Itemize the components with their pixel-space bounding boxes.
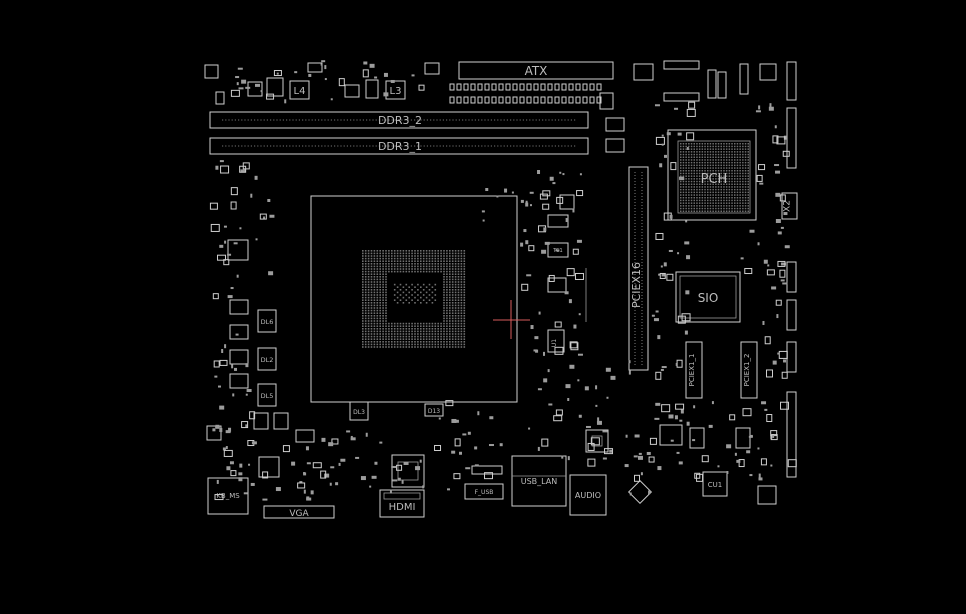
vga-connector: VGA	[263, 505, 335, 519]
ddr3-2-label: DDR3_2	[378, 114, 422, 127]
passive-components	[209, 60, 797, 501]
d13-label: D13	[428, 408, 440, 415]
cu1-label: CU1	[708, 481, 722, 489]
pciex16-label: PCIEX16	[630, 262, 643, 308]
cu1-component: CU1	[659, 424, 777, 505]
dl3-d13: DL3 D13	[349, 401, 444, 421]
pciex1-1-slot: PCIEX1_1	[685, 341, 703, 399]
dl2-label: DL2	[261, 356, 274, 364]
dl5-label: DL5	[261, 392, 274, 400]
usb-lan-connector: USB_LAN	[511, 455, 567, 507]
atx-connector: ATX	[458, 61, 614, 80]
l3-label: L3	[390, 86, 402, 97]
ddr3-1-label: DDR3_1	[378, 140, 422, 153]
atx-label: ATX	[525, 64, 548, 78]
pciex1-2-slot: PCIEX1_2	[740, 341, 758, 399]
u1-label: U1	[551, 339, 558, 347]
f-usb-label: F_USB	[475, 489, 494, 496]
kb-ms-label: KB_MS	[216, 492, 240, 500]
dl6-label: DL6	[261, 318, 274, 326]
cpu-socket	[310, 195, 530, 403]
pch-label: PCH	[701, 172, 728, 187]
f-usb-header: F_USB	[464, 465, 504, 500]
pch-chip: PCH	[667, 129, 757, 221]
rotated-chip	[627, 479, 653, 505]
dl3-label: DL3	[353, 409, 365, 416]
audio-connector: AUDIO	[569, 429, 609, 516]
inductor-l4: L4	[289, 80, 310, 100]
hdmi-label: HDMI	[389, 502, 416, 513]
ddr-right-parts	[605, 60, 749, 153]
sio-label: SIO	[698, 291, 719, 305]
pciex1-1-label: PCIEX1_1	[688, 354, 696, 387]
ddr3-slot-1: DDR3_1	[209, 137, 589, 155]
crystal-x2: X2	[781, 192, 798, 220]
kb-ms-connector: KB_MS	[207, 477, 249, 515]
right-edge-headers	[786, 61, 797, 478]
pciex1-2-label: PCIEX1_2	[743, 354, 751, 387]
vga-label: VGA	[289, 509, 309, 519]
audio-label: AUDIO	[575, 491, 601, 500]
pciex16-slot: PCIEX16	[628, 166, 649, 371]
inductor-l3: L3	[385, 80, 406, 100]
left-column-components: DL6 DL2 DL5	[227, 239, 315, 478]
l4-label: L4	[294, 86, 306, 97]
atx-pad-cluster	[449, 83, 602, 104]
top-left-components	[204, 62, 777, 441]
sio-chip: SIO	[675, 271, 741, 323]
hdmi-connector: HDMI	[379, 454, 425, 518]
x2-label: X2	[783, 200, 793, 212]
ddr3-slot-2: DDR3_2	[209, 111, 589, 129]
usb-lan-label: USB_LAN	[521, 477, 558, 486]
